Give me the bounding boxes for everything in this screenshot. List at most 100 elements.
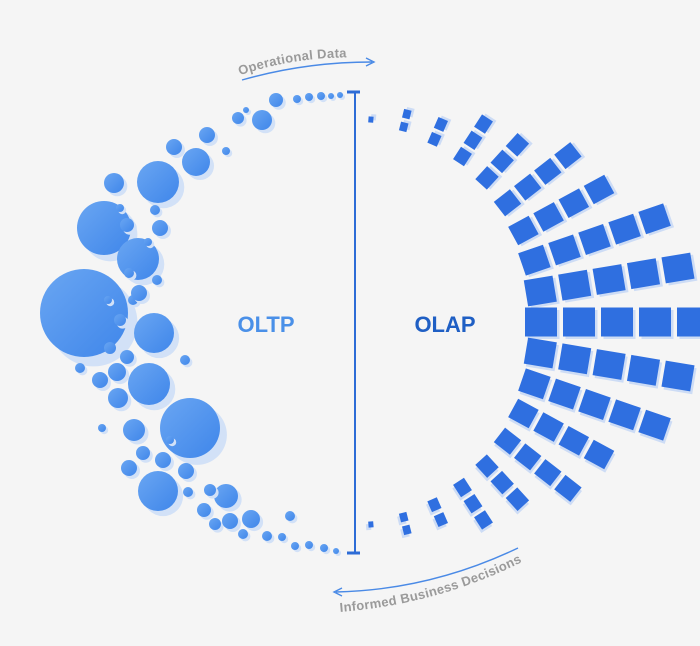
oltp-circle (222, 513, 238, 529)
olap-block (475, 454, 499, 478)
olap-block (453, 477, 472, 498)
oltp-circle (114, 314, 126, 326)
olap-block (661, 252, 695, 284)
olap-block (427, 497, 442, 513)
olap-block (638, 203, 671, 235)
oltp-circle (199, 127, 215, 143)
oltp-circle (222, 147, 230, 155)
olap-block (474, 114, 493, 134)
olap-block (463, 494, 483, 514)
olap-block (583, 174, 615, 205)
olap-block (398, 511, 409, 523)
olap-block (474, 510, 493, 530)
olap-block (638, 409, 671, 441)
oltp-circle (98, 424, 106, 432)
olap-block (514, 443, 542, 471)
oltp-circle (120, 218, 134, 232)
oltp-circle (120, 350, 134, 364)
olap-block (368, 521, 374, 528)
olap-block (508, 215, 539, 246)
oltp-label: OLTP (237, 312, 294, 337)
olap-block (402, 108, 412, 120)
olap-label: OLAP (414, 312, 475, 337)
oltp-circle (183, 487, 193, 497)
oltp-circle (182, 148, 210, 176)
oltp-circle (243, 107, 249, 113)
oltp-circle (150, 205, 160, 215)
oltp-circle (305, 541, 313, 549)
olap-block (578, 224, 611, 255)
oltp-circle (293, 95, 301, 103)
olap-block (558, 426, 590, 456)
oltp-circle-cluster (40, 92, 346, 557)
operational-data-label: Operational Data (236, 45, 347, 78)
olap-block (514, 173, 542, 201)
olap-block (463, 130, 483, 150)
olap-block (639, 307, 671, 337)
oltp-circle (104, 342, 116, 354)
olap-block (518, 244, 551, 276)
olap-block (534, 157, 562, 185)
olap-block (490, 149, 514, 174)
olap-block (558, 343, 592, 375)
olap-block (518, 368, 551, 400)
oltp-circle (152, 275, 162, 285)
olap-block (583, 439, 615, 470)
oltp-circle (124, 268, 134, 278)
oltp-circle (166, 436, 174, 444)
olap-block (548, 234, 581, 266)
olap-block (608, 213, 641, 245)
olap-block (427, 131, 442, 147)
olap-block (578, 389, 611, 420)
olap-block (490, 470, 514, 495)
olap-block (402, 524, 412, 536)
informed-decisions-label: Informed Business Decisions (339, 551, 524, 615)
operational-data-arrow (241, 57, 376, 81)
oltp-circle (269, 93, 283, 107)
olap-block (554, 142, 582, 170)
oltp-circle (262, 531, 272, 541)
oltp-circle (337, 92, 343, 98)
oltp-circle (197, 503, 211, 517)
olap-block (433, 512, 448, 528)
olap-block (608, 399, 641, 431)
olap-block (548, 378, 581, 410)
olap-block (493, 189, 522, 217)
olap-block (626, 258, 661, 290)
oltp-circle (320, 544, 328, 552)
olap-block-arc (365, 107, 700, 539)
olap-block (533, 412, 564, 442)
olap-block (525, 307, 557, 337)
oltp-circle (278, 533, 286, 541)
olap-block (505, 487, 530, 511)
oltp-circle (128, 363, 170, 405)
oltp-circle (123, 419, 145, 441)
oltp-circle (137, 161, 179, 203)
oltp-circle (305, 93, 313, 101)
olap-block (677, 307, 700, 337)
oltp-circle (204, 484, 216, 496)
oltp-circle (104, 173, 124, 193)
oltp-circle (214, 484, 238, 508)
oltp-circle (291, 542, 299, 550)
oltp-circle (285, 511, 295, 521)
oltp-circle (317, 92, 325, 100)
oltp-circle (131, 285, 147, 301)
olap-block (554, 474, 582, 502)
oltp-circle (108, 363, 126, 381)
oltp-circle (160, 398, 220, 458)
olap-block (433, 116, 448, 132)
olap-block (558, 188, 590, 218)
olap-block (453, 146, 472, 167)
oltp-circle (166, 139, 182, 155)
oltp-circle (136, 446, 150, 460)
central-divider (347, 90, 360, 555)
olap-block (558, 269, 592, 301)
olap-block (493, 427, 522, 455)
olap-block (508, 398, 539, 429)
olap-block (475, 166, 499, 190)
oltp-circle (134, 313, 174, 353)
oltp-circle (75, 363, 85, 373)
oltp-circle (121, 460, 137, 476)
